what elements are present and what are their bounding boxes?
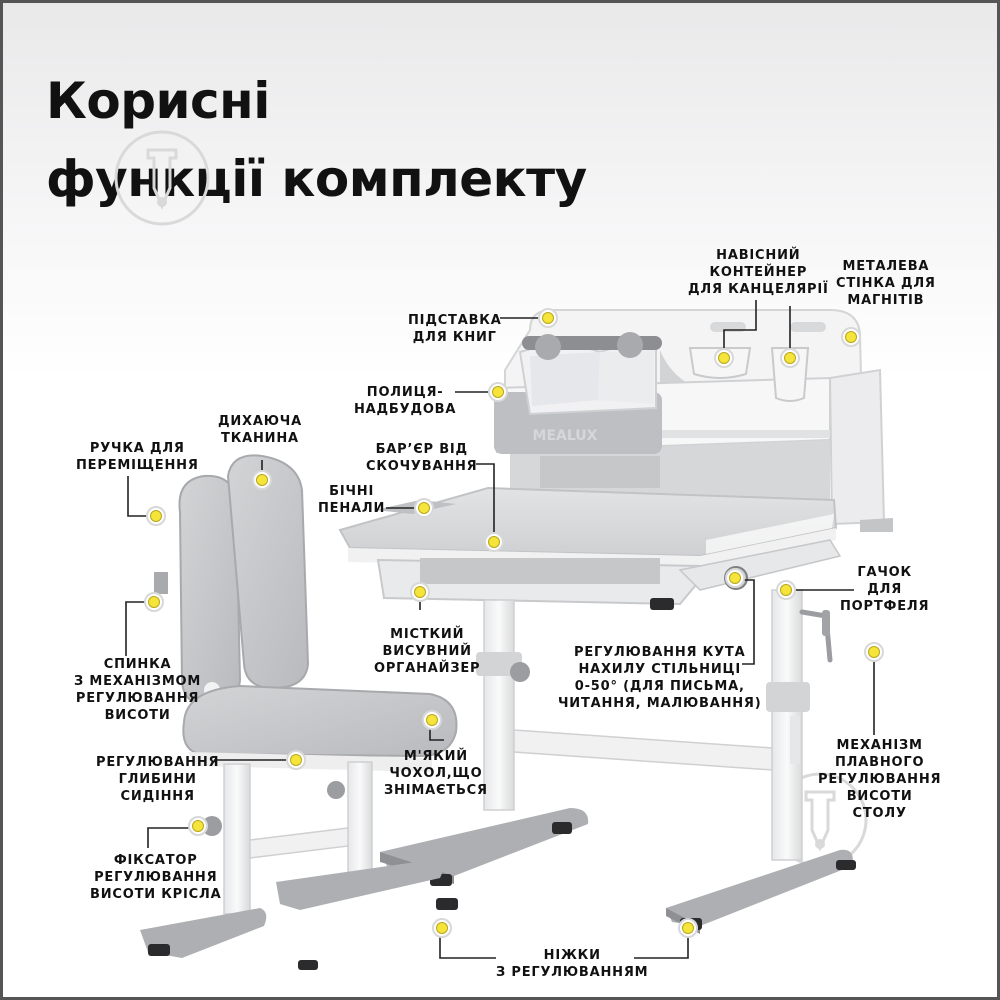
marker-hanging-container (718, 352, 730, 364)
marker-handle (150, 510, 162, 522)
marker-roll-barrier (488, 536, 500, 548)
marker-shelf (492, 386, 504, 398)
marker-metal-wall-2 (845, 331, 857, 343)
callout-backpack-hook: ГАЧОК ДЛЯ ПОРТФЕЛЯ (840, 565, 930, 614)
callout-drawer-organizer: МІСТКИЙ ВИСУВНИЙ ОРГАНАЙЗЕР (374, 627, 481, 676)
marker-book-stand (542, 312, 554, 324)
desk-legs (380, 589, 856, 934)
watermark-icon-top (114, 130, 210, 226)
callout-smooth-height: МЕХАНІЗМ ПЛАВНОГО РЕГУЛЮВАННЯ ВИСОТИ СТО… (818, 738, 942, 821)
callout-tilt-adjustment: РЕГУЛЮВАННЯ КУТА НАХИЛУ СТІЛЬНИЦІ 0-50° … (558, 645, 762, 711)
marker-chair-lock (192, 820, 204, 832)
book-stand (518, 332, 662, 416)
leader-barrier (476, 463, 495, 540)
callout-seat-depth: РЕГУЛЮВАННЯ ГЛИБИНИ СИДІННЯ (96, 755, 220, 804)
desktop-surface (338, 486, 893, 568)
marker-feet-right (682, 922, 694, 934)
leader-chair-lock (147, 827, 196, 848)
marker-metal-wall (784, 352, 796, 364)
marker-soft-cover (426, 714, 438, 726)
page-title: Корисні функції комплекту (46, 62, 587, 218)
marker-drawer-organizer (414, 586, 426, 598)
callout-soft-cover: М'ЯКИЙ ЧОХОЛ,ЩО ЗНІМАЄТЬСЯ (384, 749, 488, 798)
marker-backpack-hook (780, 584, 792, 596)
callout-breathing-fabric: ДИХАЮЧА ТКАНИНА (218, 414, 302, 446)
marker-feet-left (436, 922, 448, 934)
leader-container (723, 300, 757, 356)
title-line-1: Корисні (46, 72, 270, 130)
marker-tilt-adjustment (729, 572, 741, 584)
callout-handle: РУЧКА ДЛЯ ПЕРЕМІЩЕННЯ (76, 441, 199, 473)
callout-book-stand: ПІДСТАВКА ДЛЯ КНИГ (408, 313, 502, 345)
callout-hanging-container: НАВІСНИЙ КОНТЕЙНЕР ДЛЯ КАНЦЕЛЯРІЇ (688, 248, 829, 297)
callout-chair-lock: ФІКСАТОР РЕГУЛЮВАННЯ ВИСОТИ КРІСЛА (90, 853, 222, 902)
title-line-2: функції комплекту (46, 150, 587, 208)
marker-side-pencil-cases (418, 502, 430, 514)
marker-smooth-height (868, 646, 880, 658)
callout-side-pencil-cases: БІЧНІ ПЕНАЛИ (318, 484, 386, 516)
callout-backrest: СПИНКА З МЕХАНІЗМОМ РЕГУЛЮВАННЯ ВИСОТИ (74, 657, 202, 723)
marker-backrest (148, 596, 160, 608)
callout-shelf: ПОЛИЦЯ- НАДБУДОВА (354, 385, 457, 417)
feature-markers (144, 308, 884, 938)
leader-tilt (742, 606, 755, 665)
callout-roll-barrier: БАР’ЄР ВІД СКОЧУВАННЯ (366, 442, 478, 474)
callout-adjustable-feet: НІЖКИ З РЕГУЛЮВАННЯМ (496, 948, 649, 980)
drawer (376, 558, 701, 610)
marker-breathing-fabric (256, 474, 268, 486)
callout-metal-wall: МЕТАЛЕВА СТІНКА ДЛЯ МАГНІТІВ (836, 259, 936, 308)
chair (140, 454, 458, 970)
brand-logo: MEALUX (533, 428, 598, 444)
marker-seat-depth (290, 754, 302, 766)
